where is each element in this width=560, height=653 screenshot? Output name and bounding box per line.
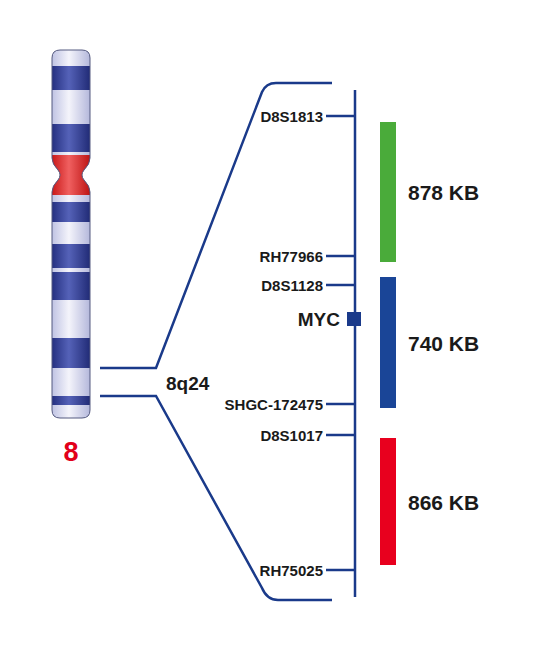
marker-name: RH75025 bbox=[260, 563, 323, 578]
marker-name: RH77966 bbox=[260, 249, 323, 264]
map-axis bbox=[326, 90, 355, 597]
band-label: 8q24 bbox=[166, 374, 209, 393]
zoom-bracket bbox=[100, 83, 332, 600]
probe-size: 878 KB bbox=[408, 182, 479, 203]
chromosome-8 bbox=[50, 48, 92, 420]
probe-size: 866 KB bbox=[408, 491, 479, 512]
probe-band: 878 KB bbox=[380, 122, 396, 262]
marker-name: SHGC-172475 bbox=[225, 397, 323, 412]
chromosome-outline bbox=[52, 50, 90, 418]
marker-name: D8S1128 bbox=[261, 278, 323, 293]
probe-size: 740 KB bbox=[408, 332, 479, 353]
myc-marker bbox=[347, 312, 361, 326]
probe-band: 740 KB bbox=[380, 277, 396, 408]
marker-name: D8S1813 bbox=[260, 109, 323, 124]
probe-band: 866 KB bbox=[380, 438, 396, 565]
gene-name: MYC bbox=[298, 310, 340, 329]
marker-name: D8S1017 bbox=[260, 428, 323, 443]
chromosome-number: 8 bbox=[63, 439, 78, 466]
